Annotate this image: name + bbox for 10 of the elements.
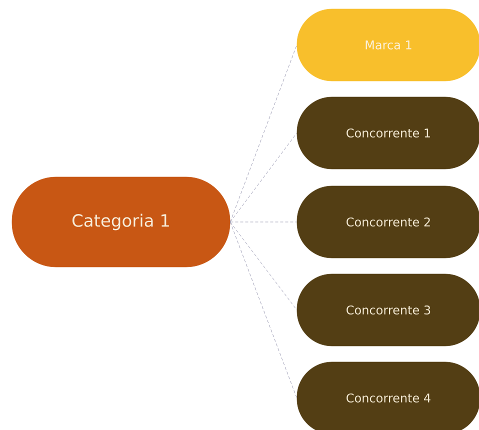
connector-line [230, 222, 298, 398]
competitor-pill: Concorrente 3 [296, 274, 479, 346]
category-pill: Categoria 1 [12, 176, 230, 268]
connector-line [230, 44, 298, 222]
competitor-pill: Concorrente 1 [296, 96, 479, 170]
brand-pill: Marca 1 [296, 8, 479, 82]
connector-line [230, 132, 298, 222]
connector-line [230, 222, 298, 310]
competitor-pill: Concorrente 2 [296, 186, 479, 258]
competitor-pill: Concorrente 4 [296, 362, 479, 430]
